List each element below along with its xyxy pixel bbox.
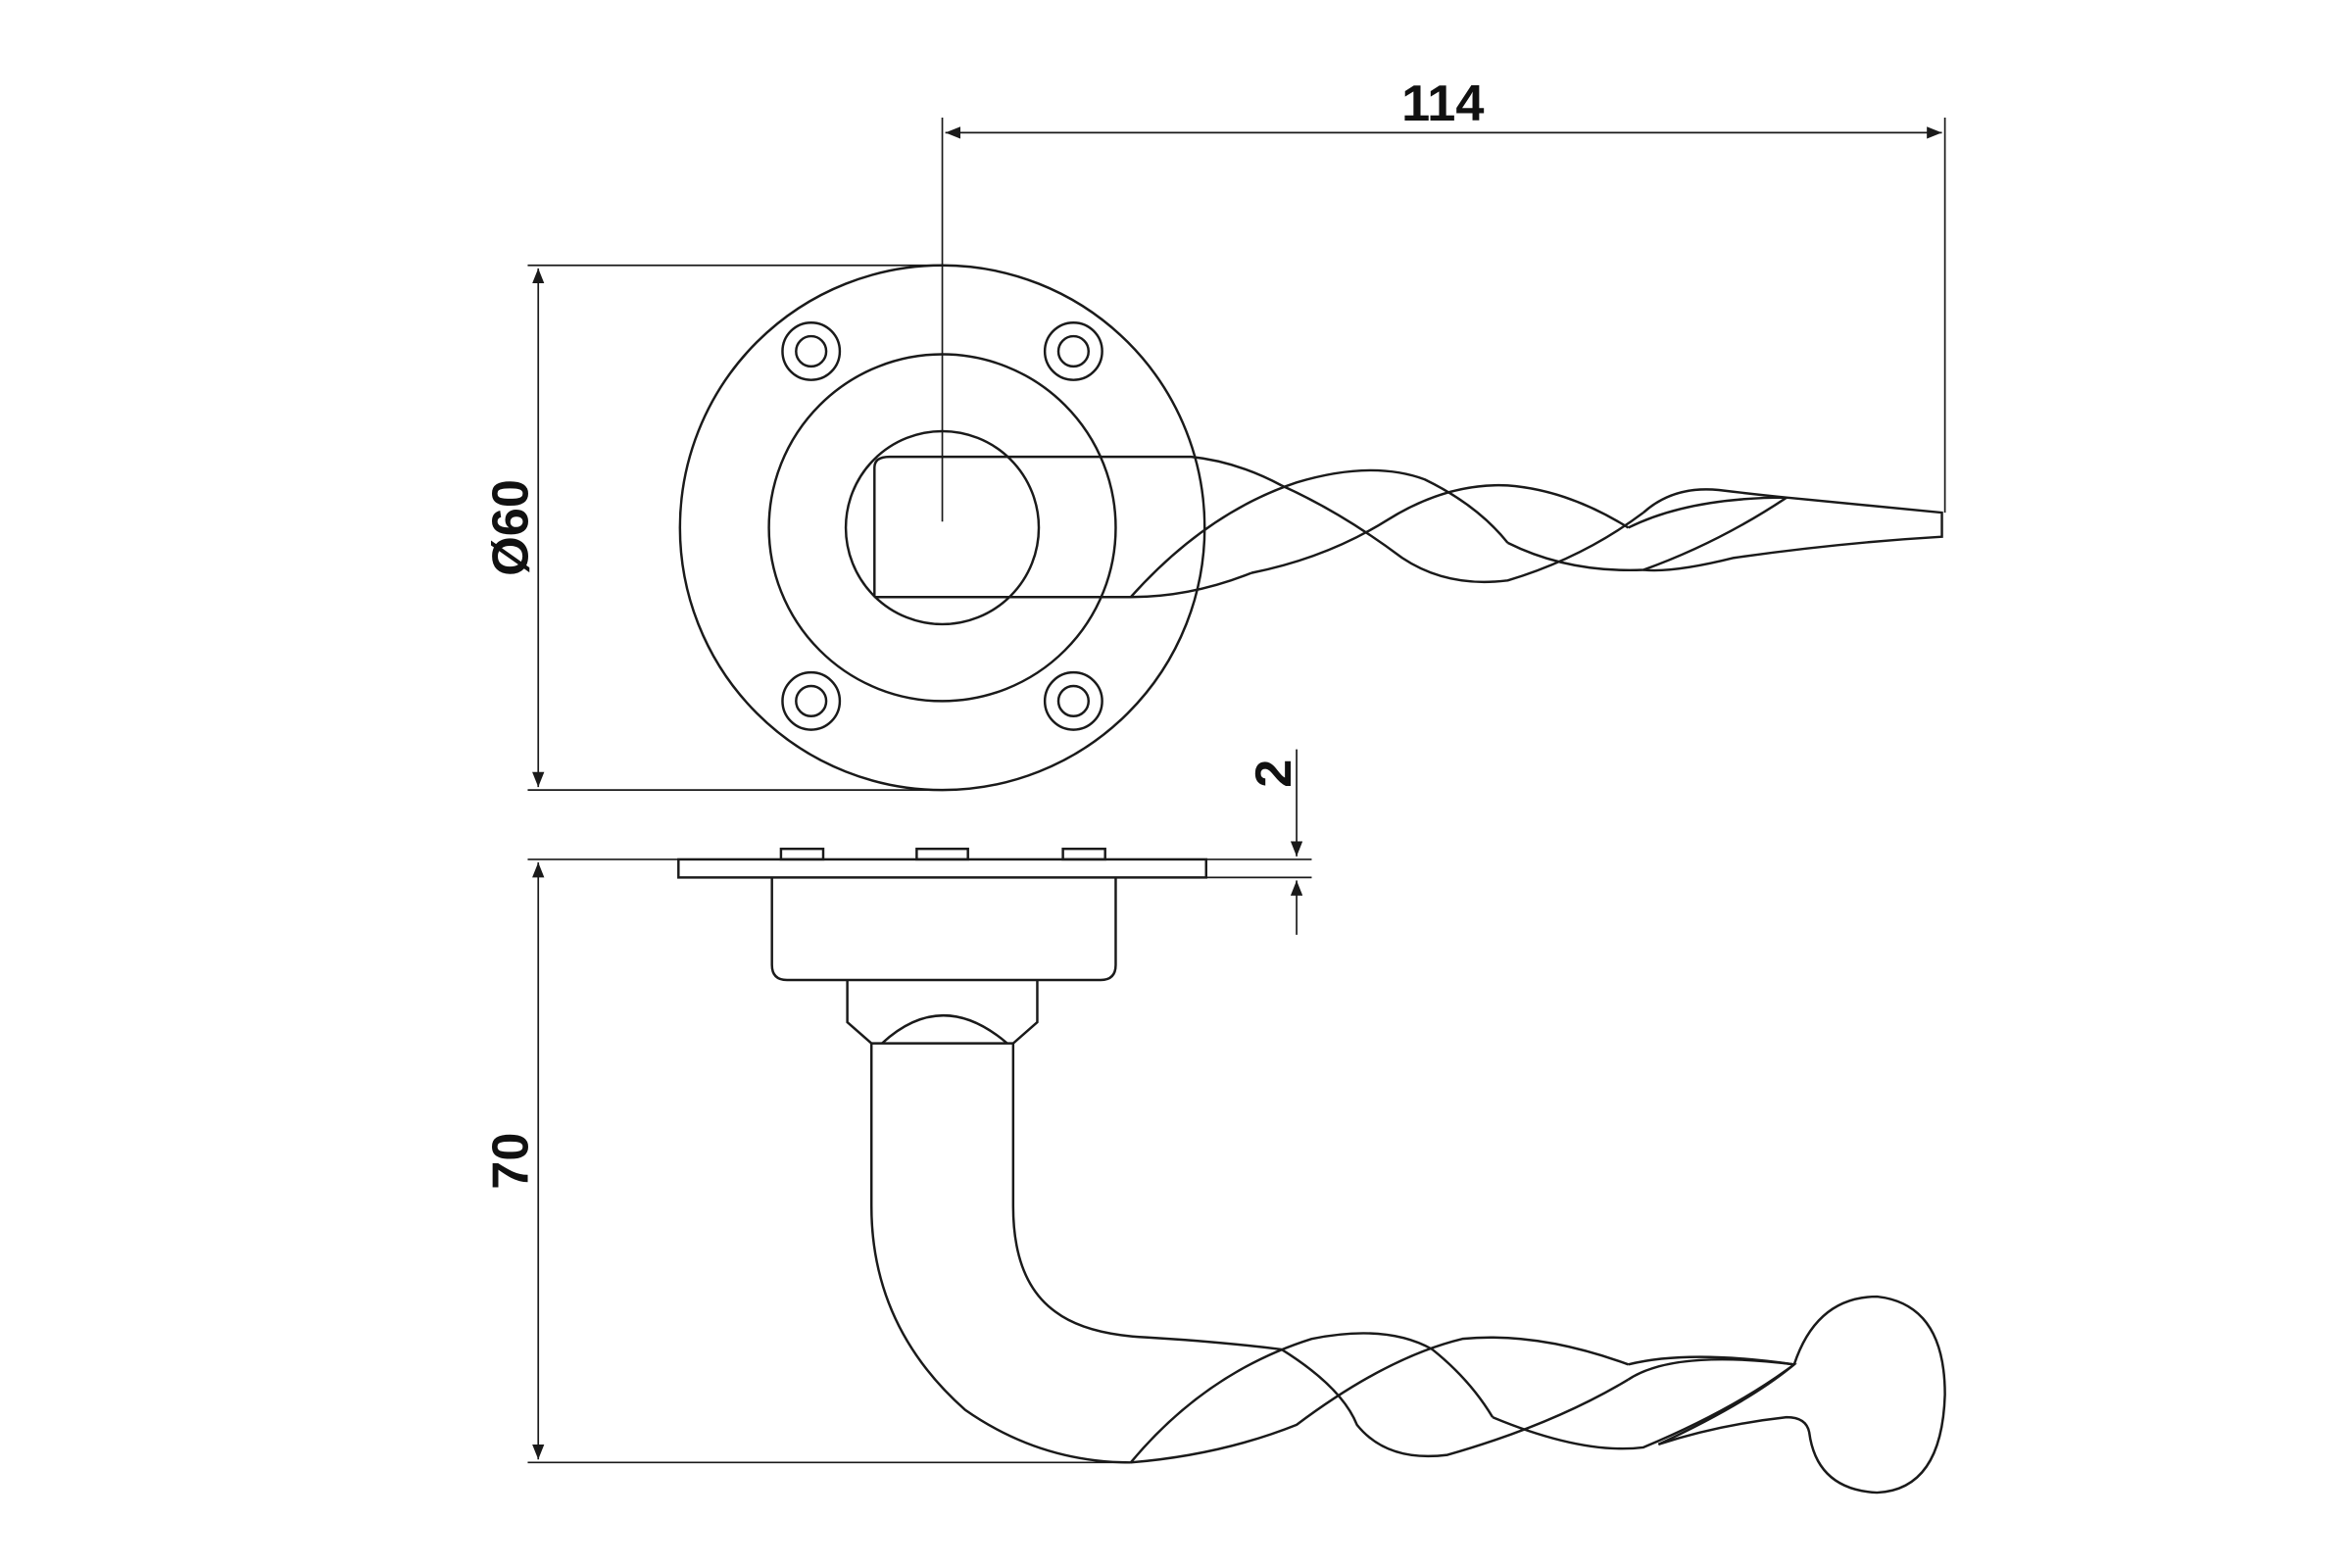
screw-holes (781, 321, 1103, 731)
thickness-dimension: 2 (1246, 760, 1302, 788)
screw-heads (779, 847, 1106, 861)
diameter-dimension: Ø60 (482, 479, 539, 576)
lever-end-knob (1657, 1295, 1946, 1494)
rose-plate (677, 858, 1207, 879)
lever-side (870, 1043, 1946, 1494)
projection-dimension: 70 (482, 1133, 539, 1190)
top-view: 114 Ø60 (482, 75, 1946, 792)
neck (846, 980, 1039, 1045)
rose-boss (770, 877, 1117, 982)
lever-top (873, 455, 1943, 599)
length-dimension: 114 (1401, 75, 1484, 132)
side-view: 70 2 (482, 749, 1946, 1494)
